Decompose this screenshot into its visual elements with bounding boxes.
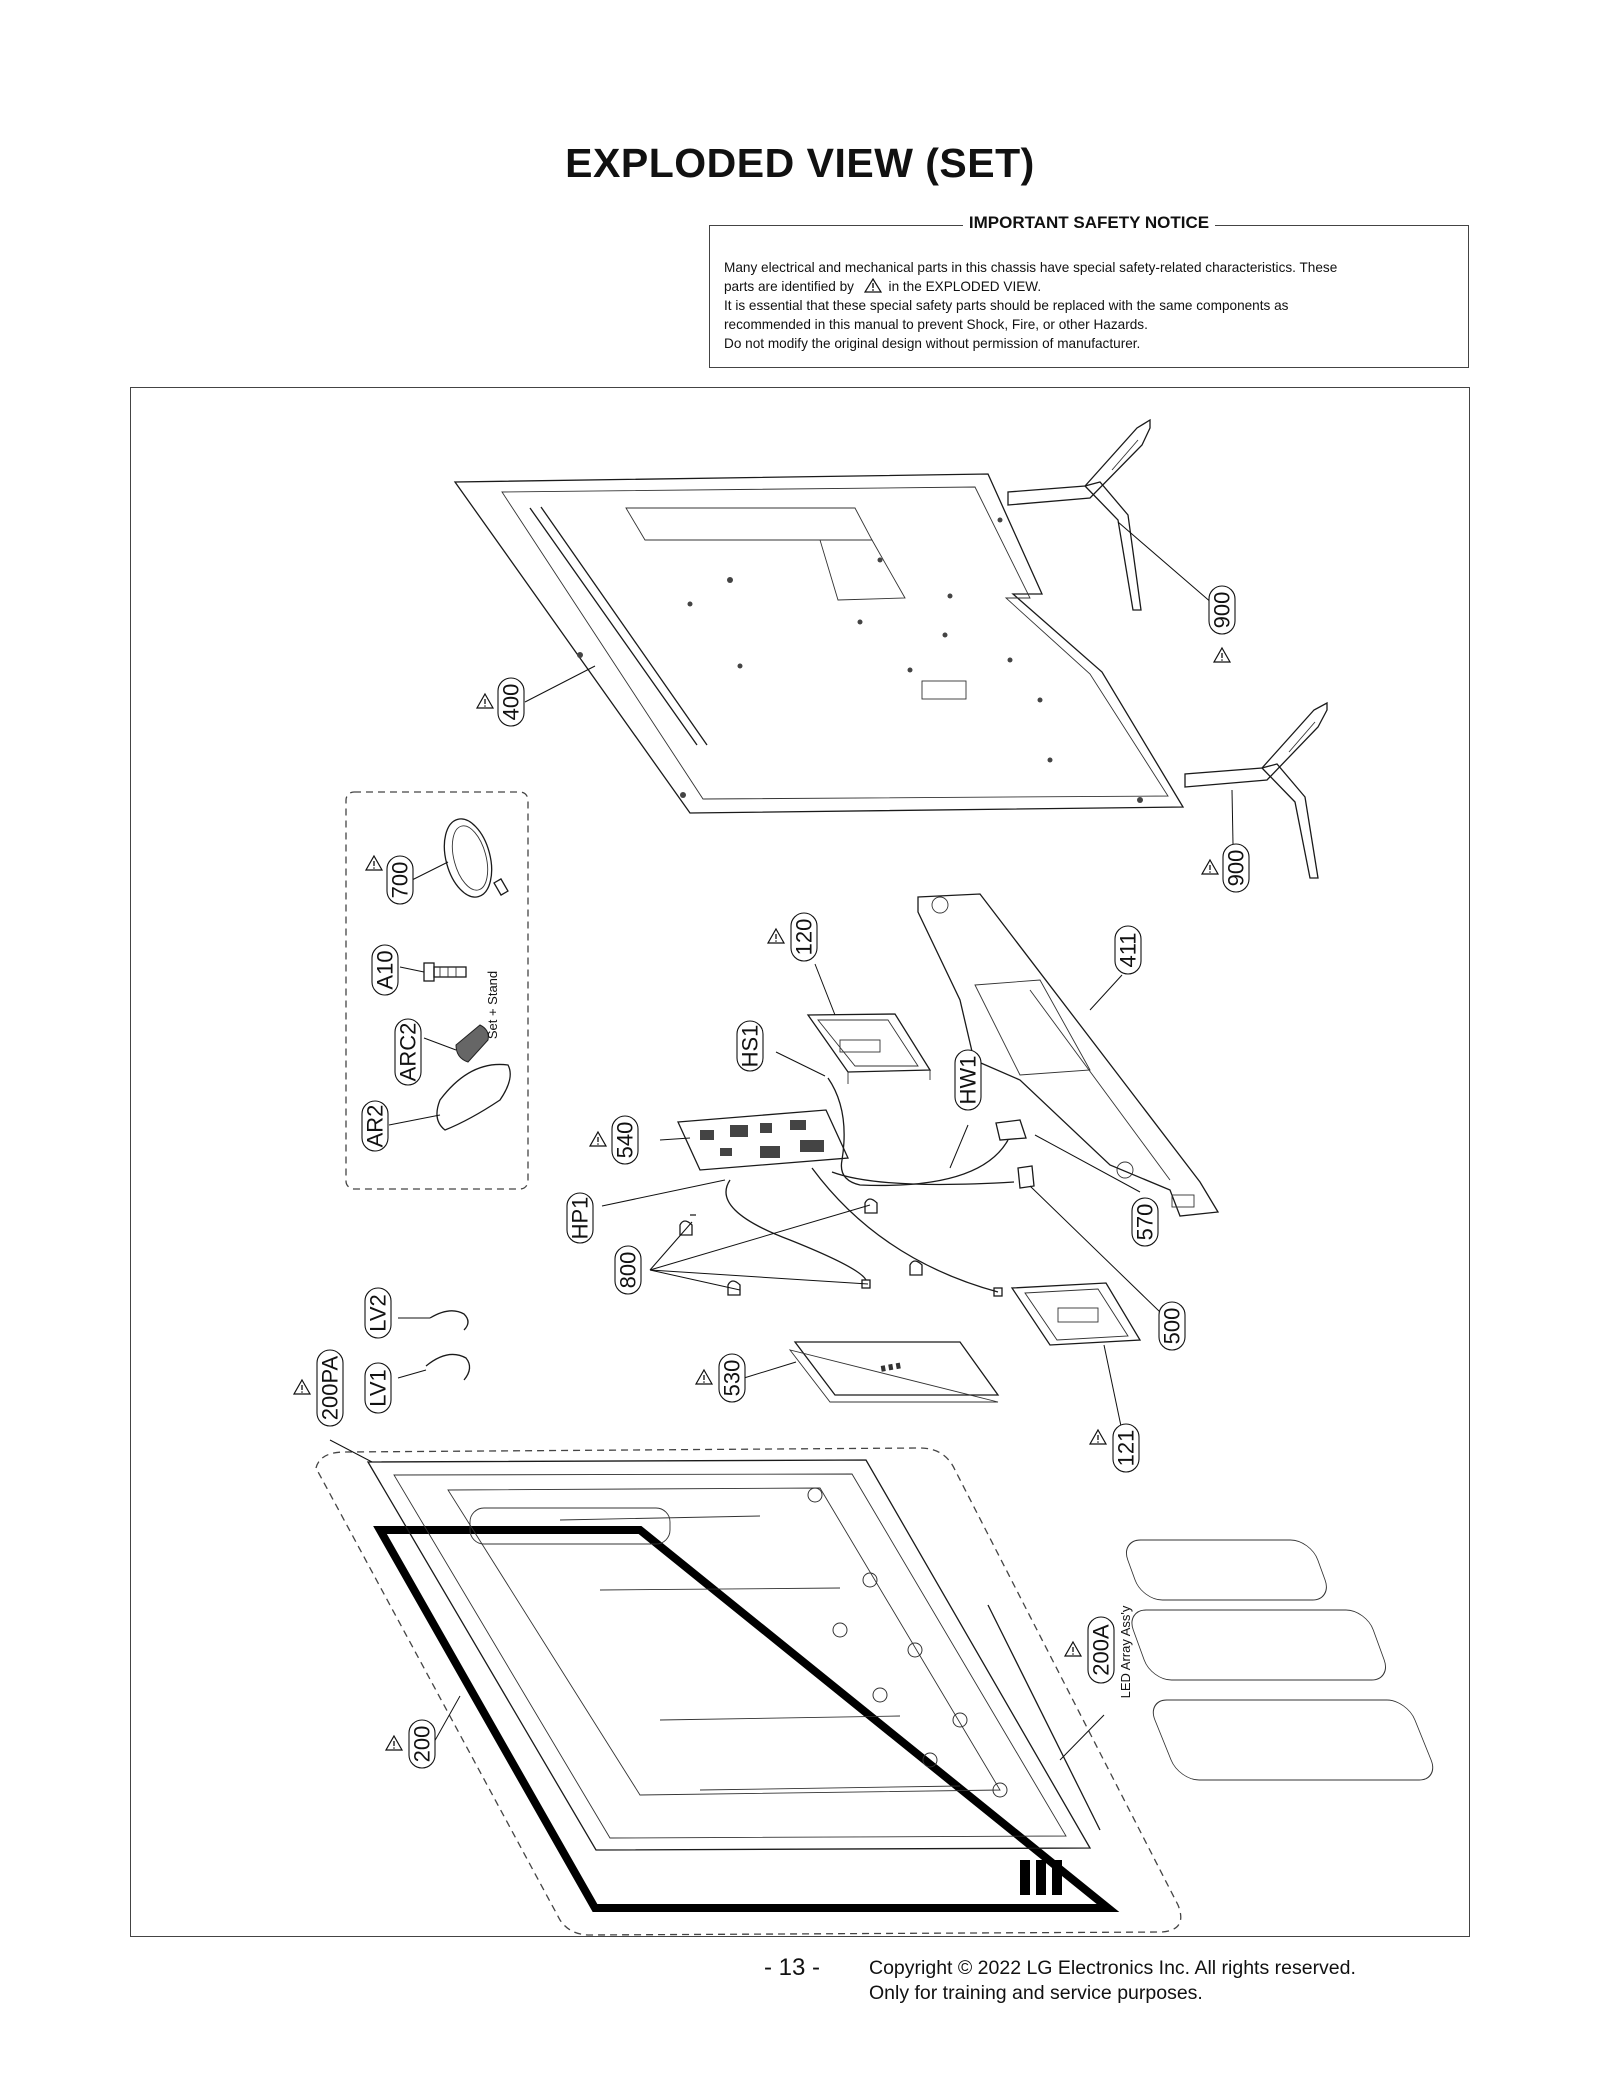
part-label-120: 120: [767, 912, 818, 962]
back-cover-drawing: [453, 473, 1185, 814]
part-label-800: 800: [614, 1245, 642, 1295]
svg-text:200PA: 200PA: [318, 1355, 343, 1420]
part-label-530: 530: [695, 1353, 746, 1403]
part-label-ar2: AR2: [361, 1100, 389, 1152]
part-label-200pa: 200PA: [293, 1349, 344, 1427]
note-set-stand: Set + Stand: [485, 971, 500, 1039]
notice-line-4: recommended in this manual to prevent Sh…: [724, 317, 1148, 332]
part-label-200: 200: [385, 1719, 436, 1769]
part-label-lv2: LV2: [364, 1287, 392, 1339]
part-label-lv1: LV1: [364, 1362, 392, 1414]
part-label-900-lower: 900: [1201, 843, 1250, 893]
part-label-hw1: HW1: [954, 1049, 982, 1111]
stand-upper-drawing: [1007, 418, 1151, 611]
accessory-box: [345, 791, 529, 1190]
part-label-a10: A10: [371, 944, 399, 996]
svg-text:900: 900: [1210, 592, 1235, 629]
part-label-200a: 200A: [1064, 1616, 1115, 1684]
diagram-frame: [130, 387, 1470, 1937]
main-board-540-drawing: [677, 1109, 849, 1171]
svg-text:700: 700: [388, 862, 413, 899]
power-board-120-drawing: [806, 1013, 932, 1084]
svg-text:411: 411: [1116, 932, 1141, 967]
svg-text:121: 121: [1114, 1430, 1139, 1467]
power-board-500-drawing: [1010, 1282, 1142, 1346]
lv-cables-drawing: [425, 1310, 471, 1381]
svg-text:ARC2: ARC2: [396, 1023, 421, 1082]
svg-text:HW1: HW1: [956, 1056, 981, 1105]
part-label-400: 400: [476, 677, 525, 727]
cables-drawing: [725, 1077, 1015, 1297]
part-label-540: 540: [589, 1115, 639, 1165]
copyright-line-2: Only for training and service purposes.: [869, 1982, 1203, 2004]
notice-line-2: parts are identified by in the EXPLODED …: [724, 277, 1042, 294]
page-title: EXPLODED VIEW (SET): [565, 140, 1035, 186]
svg-text:900: 900: [1224, 850, 1249, 887]
panel-200-drawing: [373, 1526, 1120, 1912]
mold-frame-200pa-drawing: [366, 1459, 1434, 1851]
panel-enclosure: [315, 1447, 1182, 1936]
safety-notice-body: Many electrical and mechanical parts in …: [724, 258, 1454, 353]
copyright-line-1: Copyright © 2022 LG Electronics Inc. All…: [869, 1957, 1356, 1979]
remote-control-drawing: [436, 1024, 511, 1131]
svg-text:540: 540: [613, 1122, 638, 1159]
svg-text:AR2: AR2: [363, 1105, 388, 1148]
page-number: - 13 -: [764, 1954, 821, 1981]
power-cord-drawing: [443, 818, 509, 898]
part-label-900-upper: 900: [1208, 585, 1236, 663]
part-label-hp1: HP1: [566, 1192, 594, 1244]
part-label-700: 700: [365, 855, 414, 905]
svg-text:A10: A10: [373, 950, 398, 989]
safety-notice: IMPORTANT SAFETY NOTICE Many electrical …: [709, 213, 1469, 368]
part-label-411: 411: [1114, 925, 1142, 975]
part-label-500: 500: [1158, 1301, 1186, 1351]
svg-text:LV2: LV2: [366, 1294, 391, 1332]
svg-text:200: 200: [410, 1726, 435, 1763]
svg-text:400: 400: [499, 684, 524, 721]
part-label-570: 570: [1131, 1197, 1159, 1247]
svg-text:800: 800: [616, 1252, 641, 1289]
leader-lines: [329, 521, 1234, 1761]
clips-800-drawing: [679, 1198, 923, 1296]
note-led-array: LED Array Ass'y: [1118, 1605, 1133, 1698]
svg-text:HP1: HP1: [568, 1197, 593, 1240]
safety-notice-title: IMPORTANT SAFETY NOTICE: [962, 213, 1216, 232]
board-570-drawing: [995, 1119, 1035, 1189]
copyright: Copyright © 2022 LG Electronics Inc. All…: [869, 1956, 1356, 2006]
warning-triangle-icon: [863, 277, 882, 293]
led-array-200a-drawing: [987, 1604, 1101, 1831]
svg-text:LV1: LV1: [366, 1369, 391, 1407]
svg-text:570: 570: [1133, 1204, 1158, 1241]
svg-text:∎∎∎: ∎∎∎: [878, 1357, 903, 1375]
svg-text:HS1: HS1: [738, 1025, 763, 1068]
notice-line-1: Many electrical and mechanical parts in …: [724, 260, 1338, 275]
svg-text:530: 530: [720, 1360, 745, 1397]
part-label-hs1: HS1: [736, 1020, 764, 1072]
screw-drawing: [423, 962, 467, 982]
notice-line-3: It is essential that these special safet…: [724, 298, 1289, 313]
part-label-121: 121: [1089, 1423, 1140, 1473]
svg-text:200A: 200A: [1089, 1624, 1114, 1676]
notice-line-5: Do not modify the original design withou…: [724, 336, 1141, 351]
panel-stripes: [1020, 1860, 1062, 1895]
svg-text:500: 500: [1160, 1308, 1185, 1345]
part-label-arc2: ARC2: [394, 1018, 422, 1086]
speaker-530-drawing: ∎∎∎: [788, 1341, 1000, 1403]
frame-bracket-411-drawing: [917, 893, 1220, 1217]
svg-text:120: 120: [792, 919, 817, 956]
stand-lower-drawing: [1184, 701, 1328, 879]
